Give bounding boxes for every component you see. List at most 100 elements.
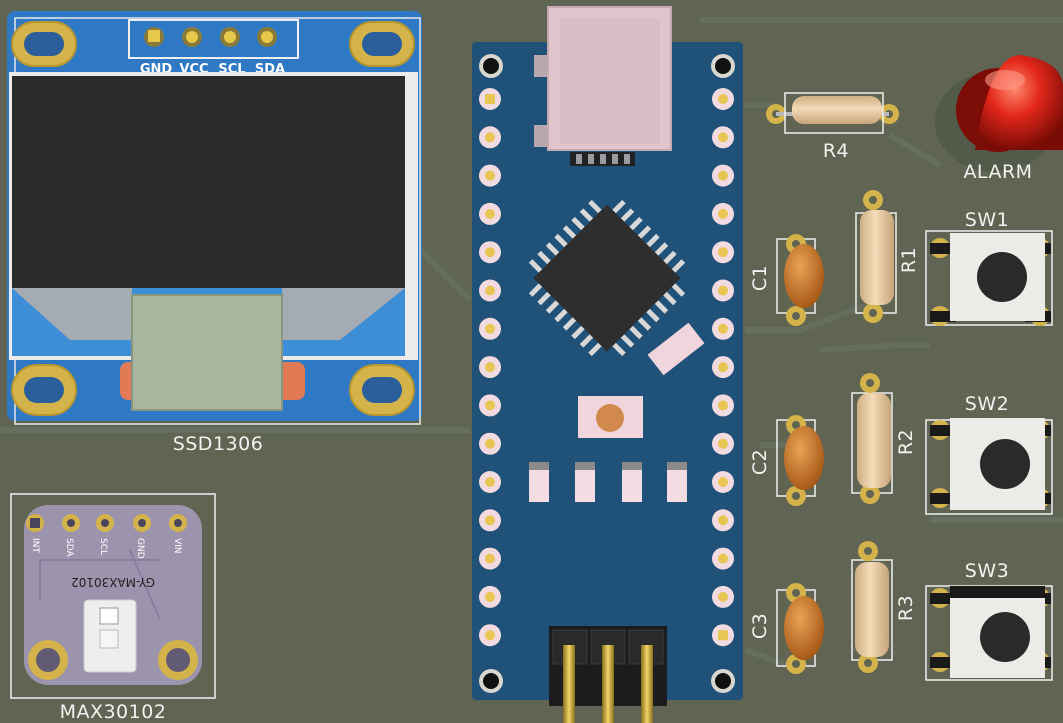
resistor-r4 bbox=[766, 92, 899, 134]
nano-pin-left-2 bbox=[479, 126, 501, 149]
mcu-legs bbox=[528, 199, 686, 357]
switch-sw2[interactable] bbox=[925, 418, 1053, 515]
mcu-leg bbox=[554, 233, 568, 248]
nano-pin-left-10 bbox=[479, 432, 501, 455]
nano-pin-right-1 bbox=[712, 88, 734, 110]
oled-header-pins bbox=[144, 27, 277, 47]
alarm-label: ALARM bbox=[963, 161, 1032, 183]
nano-pins-left bbox=[479, 88, 501, 647]
mcu-leg bbox=[554, 308, 568, 323]
nano-pins-right bbox=[712, 88, 734, 647]
nano-pin-right-9 bbox=[712, 394, 734, 417]
mcu-leg bbox=[620, 208, 635, 222]
mcu-leg bbox=[579, 334, 594, 348]
mcu-leg bbox=[537, 291, 551, 306]
mcu-leg bbox=[588, 342, 602, 357]
mcu-leg bbox=[612, 199, 626, 214]
nano-pin-left-13 bbox=[479, 547, 501, 570]
sensor-label: MAX30102 bbox=[60, 701, 167, 723]
smd-leds bbox=[529, 462, 687, 502]
mcu-leg bbox=[663, 291, 677, 306]
mcu-leg bbox=[545, 242, 560, 256]
r3-label: R3 bbox=[895, 595, 917, 621]
nano-pin-left-14 bbox=[479, 585, 501, 608]
mcu-leg bbox=[654, 242, 669, 256]
resistor-r3 bbox=[851, 541, 893, 673]
mcu-leg bbox=[562, 225, 577, 239]
mcu-leg bbox=[637, 317, 652, 331]
capacitor-c3 bbox=[776, 583, 824, 674]
switch-sw1[interactable] bbox=[925, 230, 1053, 326]
sensor-pin-vin: VIN bbox=[172, 538, 182, 554]
smd-crystal bbox=[647, 322, 705, 376]
nano-pin-right-3 bbox=[712, 164, 734, 187]
oled-module: GND VCC SCL SDA bbox=[7, 11, 422, 425]
sensor-pin-scl: SCL bbox=[98, 538, 108, 555]
nano-pin-left-7 bbox=[479, 317, 501, 340]
nano-pin-left-1 bbox=[479, 88, 501, 110]
r2-label: R2 bbox=[895, 429, 917, 455]
nano-pin-right-15 bbox=[712, 624, 734, 647]
nano-pin-right-7 bbox=[712, 317, 734, 340]
mcu-leg bbox=[571, 216, 585, 231]
sw2-label: SW2 bbox=[965, 393, 1009, 415]
mcu-leg bbox=[579, 208, 594, 222]
oled-screen bbox=[12, 76, 405, 288]
nano-pin-right-10 bbox=[712, 432, 734, 455]
mcu-leg bbox=[629, 216, 643, 231]
nano-pin-left-8 bbox=[479, 356, 501, 379]
oled-label: SSD1306 bbox=[173, 433, 264, 455]
nano-pin-left-4 bbox=[479, 202, 501, 225]
sw1-label: SW1 bbox=[965, 209, 1009, 231]
mcu-leg bbox=[528, 283, 543, 297]
nano-pin-right-4 bbox=[712, 202, 734, 225]
mcu-leg bbox=[571, 325, 585, 340]
sensor-board-name: GY-MAX30102 bbox=[71, 575, 155, 589]
r1-label: R1 bbox=[898, 247, 920, 273]
nano-pin-left-12 bbox=[479, 509, 501, 532]
mcu-leg bbox=[671, 259, 686, 273]
mcu-leg bbox=[663, 250, 677, 265]
mcu-leg bbox=[612, 342, 626, 357]
resistor-r2 bbox=[851, 373, 893, 504]
mcu-leg bbox=[537, 250, 551, 265]
nano-pin-right-8 bbox=[712, 356, 734, 379]
nano-pin-right-6 bbox=[712, 279, 734, 302]
oled-flex-cable bbox=[131, 294, 283, 411]
nano-pin-right-14 bbox=[712, 585, 734, 608]
capacitor-c1 bbox=[776, 234, 824, 326]
sensor-pin-gnd: GND bbox=[135, 538, 145, 559]
mcu-leg bbox=[545, 300, 560, 314]
nano-pin-right-12 bbox=[712, 509, 734, 532]
mcu-leg bbox=[637, 225, 652, 239]
nano-pin-left-5 bbox=[479, 241, 501, 264]
nano-pin-left-15 bbox=[479, 624, 501, 647]
mcu-leg bbox=[629, 325, 643, 340]
nano-pin-left-3 bbox=[479, 164, 501, 187]
sw3-label: SW3 bbox=[965, 560, 1009, 582]
mcu-leg bbox=[528, 259, 543, 273]
mcu-chip bbox=[533, 204, 681, 352]
alarm-led bbox=[935, 55, 1063, 172]
mcu-leg bbox=[562, 317, 577, 331]
c2-label: C2 bbox=[749, 449, 771, 475]
sensor-pin-int: INT bbox=[30, 538, 40, 553]
capacitor-c2 bbox=[776, 415, 824, 506]
nano-pin-left-9 bbox=[479, 394, 501, 417]
mcu-leg bbox=[588, 199, 602, 214]
switch-sw3[interactable] bbox=[925, 585, 1053, 681]
sensor-module: INT SDA SCL GND VIN GY-MAX30102 bbox=[10, 493, 216, 699]
mcu-leg bbox=[620, 334, 635, 348]
mcu-leg bbox=[646, 233, 660, 248]
nano-pin-right-11 bbox=[712, 471, 734, 493]
nano-pin-right-5 bbox=[712, 241, 734, 264]
nano-pin-left-11 bbox=[479, 471, 501, 493]
mcu-leg bbox=[646, 308, 660, 323]
r4-label: R4 bbox=[823, 140, 849, 162]
c1-label: C1 bbox=[749, 265, 771, 291]
arduino-nano bbox=[472, 6, 743, 723]
nano-pin-left-6 bbox=[479, 279, 501, 302]
nano-pin-right-2 bbox=[712, 126, 734, 149]
sensor-pin-sda: SDA bbox=[64, 538, 74, 557]
